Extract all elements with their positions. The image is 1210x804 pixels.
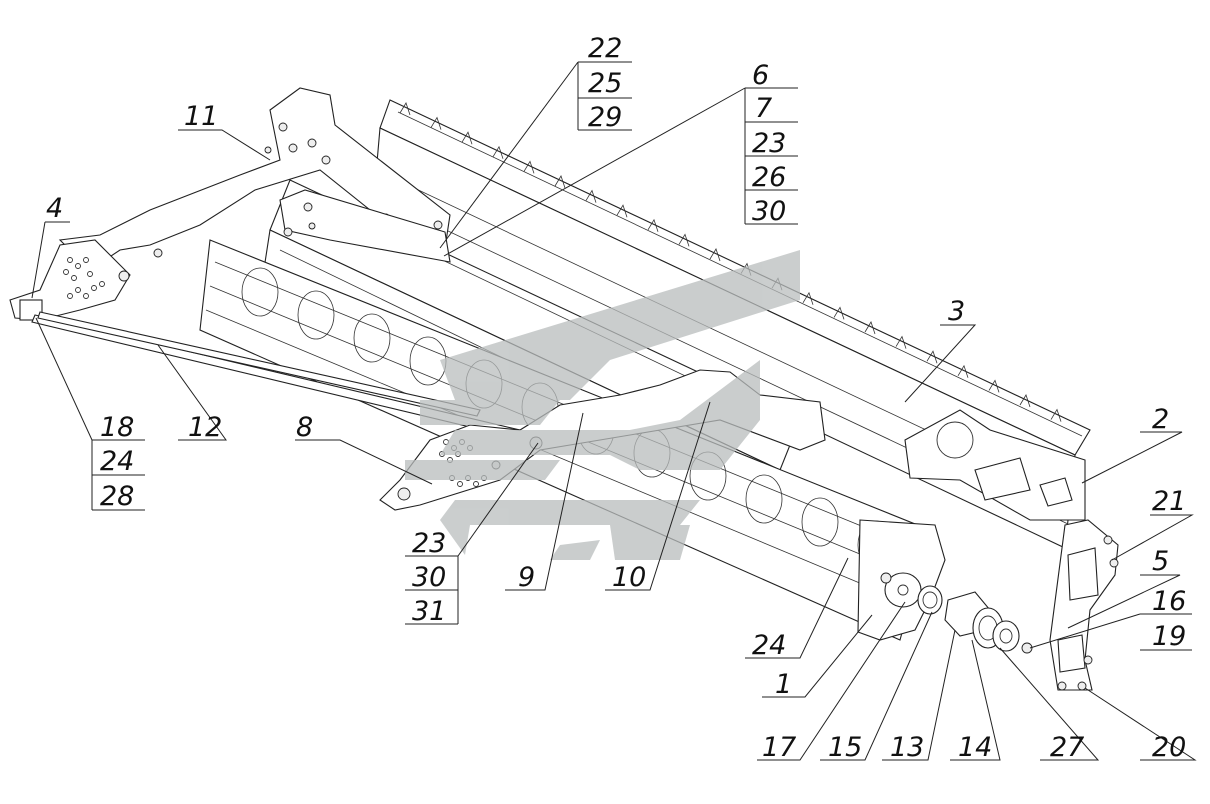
callout-30: 30	[752, 196, 786, 227]
middle-lever-arm	[279, 189, 451, 263]
callout-4: 4	[46, 193, 63, 224]
callout-12: 12	[188, 412, 222, 443]
callout-25: 25	[588, 68, 622, 99]
left-end-bracket	[9, 239, 131, 321]
bearing-stack	[880, 572, 1033, 654]
callout-22: 22	[588, 33, 622, 64]
watermark-logo	[405, 250, 800, 560]
callout-19: 19	[1152, 621, 1186, 652]
callout-16: 16	[1152, 586, 1186, 617]
callout-5: 5	[1152, 546, 1169, 577]
callout-1: 1	[775, 669, 792, 700]
callout-31: 31	[412, 596, 446, 627]
callout-21: 21	[1152, 486, 1186, 517]
callout-6: 6	[752, 60, 769, 91]
callout-2: 2	[1152, 404, 1169, 435]
callout-labels: 22 25 29 6 7 23 26 30 11 4 18 24 28 12 8…	[46, 33, 1186, 763]
callout-28: 28	[100, 481, 134, 512]
callout-29: 29	[588, 102, 622, 133]
callout-30b: 30	[412, 562, 446, 593]
callout-18: 18	[100, 412, 134, 443]
callout-10: 10	[612, 562, 646, 593]
callout-24b: 24	[752, 630, 786, 661]
callout-8: 8	[296, 412, 313, 443]
callout-23: 23	[752, 128, 786, 159]
leader-lines	[31, 61, 1197, 761]
callout-27: 27	[1050, 732, 1084, 763]
callout-15: 15	[828, 732, 862, 763]
callout-14: 14	[958, 732, 992, 763]
callout-23b: 23	[412, 528, 446, 559]
callout-17: 17	[762, 732, 796, 763]
comb-roller-end-plate	[904, 409, 1086, 521]
callout-9: 9	[518, 562, 535, 593]
callout-3: 3	[948, 296, 965, 327]
callout-11: 11	[184, 101, 218, 132]
right-flange-plate	[1049, 519, 1119, 691]
callout-13: 13	[890, 732, 924, 763]
callout-20: 20	[1152, 732, 1186, 763]
callout-26: 26	[752, 162, 786, 193]
callout-24: 24	[100, 446, 134, 477]
callout-7: 7	[755, 93, 772, 124]
